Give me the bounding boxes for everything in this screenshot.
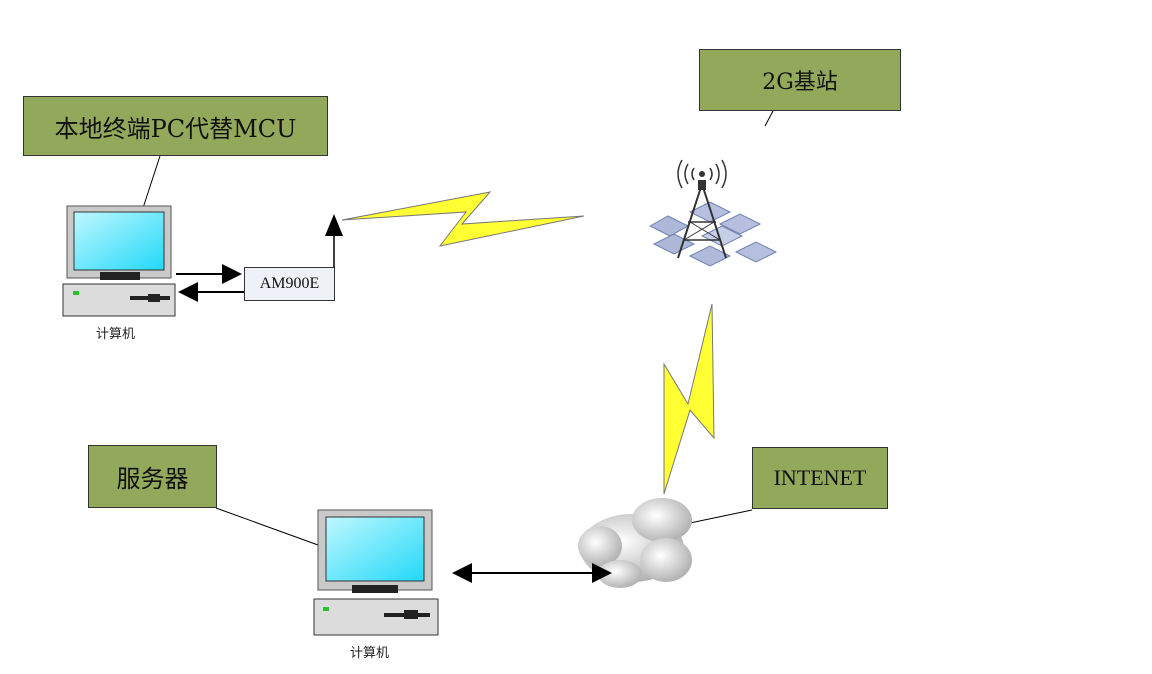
base-station-tower-icon	[648, 159, 778, 267]
computer-caption-local: 计算机	[96, 327, 136, 342]
callout-line-internet	[689, 509, 753, 524]
computer-caption-server: 计算机	[350, 646, 390, 661]
callout-base-station: 2G基站	[699, 49, 901, 111]
callout-line-server	[215, 507, 319, 546]
callout-local-terminal: 本地终端PC代替MCU	[23, 96, 328, 156]
callout-internet: INTENET	[752, 447, 888, 509]
callout-line-base	[764, 110, 774, 127]
am900e-module: AM900E	[244, 267, 335, 301]
server-computer-icon	[313, 509, 439, 636]
internet-cloud-icon	[578, 498, 692, 588]
module-antenna-arrow	[325, 214, 343, 236]
callout-server: 服务器	[88, 445, 217, 508]
wireless-link-base-internet	[663, 303, 715, 495]
callout-line-local	[142, 155, 161, 209]
local-computer-icon	[62, 205, 176, 317]
wireless-link-module-base	[341, 191, 585, 247]
